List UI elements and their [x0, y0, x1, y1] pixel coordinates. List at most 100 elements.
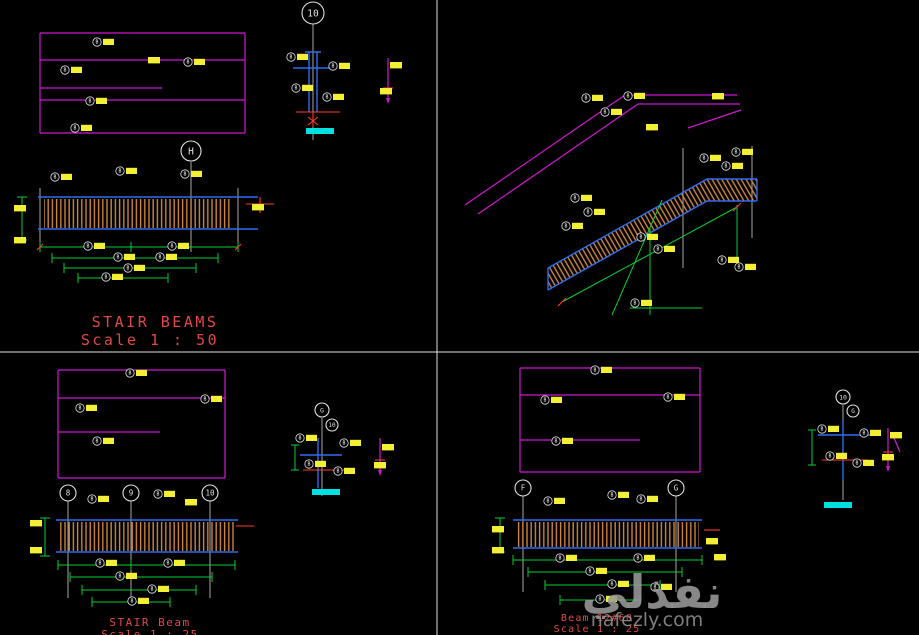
dim-tag	[185, 499, 197, 506]
svg-text:10: 10	[839, 393, 847, 401]
svg-text:B: B	[640, 497, 643, 503]
dim-tag	[382, 444, 394, 451]
callout-b-marker: B	[590, 365, 612, 375]
callout-b-marker: B	[92, 436, 114, 446]
callout-b-marker: B	[85, 96, 107, 106]
svg-text:B: B	[738, 265, 741, 271]
svg-text:B: B	[74, 126, 77, 132]
callout-b-marker: B	[636, 494, 658, 504]
dim-tag	[14, 237, 26, 244]
svg-text:B: B	[105, 275, 108, 281]
callout-b-marker: B	[183, 57, 205, 67]
callout-b-marker: B	[570, 193, 592, 203]
dim-tag	[706, 538, 718, 545]
watermark-domain: nafezly.com	[591, 609, 703, 631]
svg-text:B: B	[91, 497, 94, 503]
callout-b-marker: B	[581, 93, 603, 103]
callout-b-marker: B	[561, 221, 583, 231]
callout-b-marker: B	[543, 496, 565, 506]
dim-tag	[646, 124, 658, 131]
grid-bubble-10: 10	[201, 484, 219, 502]
callout-b-marker: B	[583, 207, 605, 217]
svg-text:B: B	[119, 169, 122, 175]
callout-b-marker: B	[717, 255, 739, 265]
callout-b-marker: B	[636, 232, 658, 242]
callout-b-marker: B	[200, 394, 222, 404]
svg-text:10: 10	[328, 422, 336, 429]
svg-text:B: B	[547, 499, 550, 505]
callout-b-marker: B	[859, 428, 881, 438]
grid-bubble-H: H	[180, 140, 202, 162]
svg-text:B: B	[703, 156, 706, 162]
callout-b-marker: B	[721, 161, 743, 171]
dim-tag	[374, 462, 386, 469]
svg-text:B: B	[184, 172, 187, 178]
grid-bubble-G: G	[846, 404, 860, 418]
svg-text:10: 10	[205, 489, 215, 498]
svg-text:B: B	[96, 40, 99, 46]
svg-text:B: B	[640, 235, 643, 241]
callout-b-marker: B	[115, 166, 137, 176]
svg-text:B: B	[157, 492, 160, 498]
dim-tag	[30, 520, 42, 527]
svg-text:B: B	[119, 574, 122, 580]
svg-text:B: B	[332, 64, 335, 70]
svg-text:B: B	[599, 597, 602, 603]
callout-b-marker: B	[852, 458, 874, 468]
svg-text:B: B	[290, 55, 293, 61]
svg-text:B: B	[151, 587, 154, 593]
svg-text:B: B	[96, 439, 99, 445]
svg-text:H: H	[188, 146, 194, 157]
dim-tag	[890, 432, 902, 439]
callout-b-marker: B	[623, 91, 645, 101]
callout-b-marker: B	[180, 169, 202, 179]
bl-rebar-detail	[375, 438, 385, 476]
dim-tag	[492, 526, 504, 533]
callout-b-marker: B	[825, 451, 847, 461]
svg-text:B: B	[667, 395, 670, 401]
svg-text:G: G	[320, 406, 324, 414]
grid-bubble-10: 10	[301, 1, 325, 25]
callout-b-marker: B	[633, 553, 655, 563]
svg-text:B: B	[299, 436, 302, 442]
svg-text:B: B	[131, 599, 134, 605]
svg-text:B: B	[856, 461, 859, 467]
callout-b-marker: B	[101, 272, 123, 282]
br-title-line1: Beam 12#60	[561, 613, 633, 624]
svg-text:B: B	[337, 469, 340, 475]
svg-text:G: G	[851, 408, 855, 415]
callout-b-marker: B	[153, 489, 175, 499]
svg-text:B: B	[544, 398, 547, 404]
svg-text:B: B	[594, 368, 597, 374]
callout-b-marker: B	[147, 584, 169, 594]
svg-text:B: B	[589, 569, 592, 575]
br-title-line2: Scale 1 : 25	[554, 624, 641, 635]
svg-text:8: 8	[66, 489, 71, 498]
svg-text:9: 9	[129, 489, 134, 498]
callout-b-marker: B	[734, 262, 756, 272]
svg-text:B: B	[171, 244, 174, 250]
watermark: نفذلي nafezly.com	[582, 565, 723, 631]
svg-text:B: B	[604, 110, 607, 116]
svg-text:B: B	[159, 255, 162, 261]
svg-text:B: B	[637, 556, 640, 562]
callout-b-marker: B	[123, 263, 145, 273]
callout-b-marker: B	[731, 147, 753, 157]
callout-b-marker: B	[291, 83, 313, 93]
svg-text:B: B	[627, 94, 630, 100]
br-grid-lines	[522, 405, 844, 592]
bl-title-line2: Scale 1 : 25	[101, 628, 198, 635]
svg-text:F: F	[521, 484, 526, 493]
dim-tag	[714, 554, 726, 561]
br-section-scale-bar	[824, 502, 852, 508]
callout-b-marker: B	[125, 368, 147, 378]
svg-text:B: B	[829, 454, 832, 460]
svg-text:B: B	[117, 255, 120, 261]
svg-text:B: B	[721, 258, 724, 264]
svg-text:B: B	[611, 493, 614, 499]
